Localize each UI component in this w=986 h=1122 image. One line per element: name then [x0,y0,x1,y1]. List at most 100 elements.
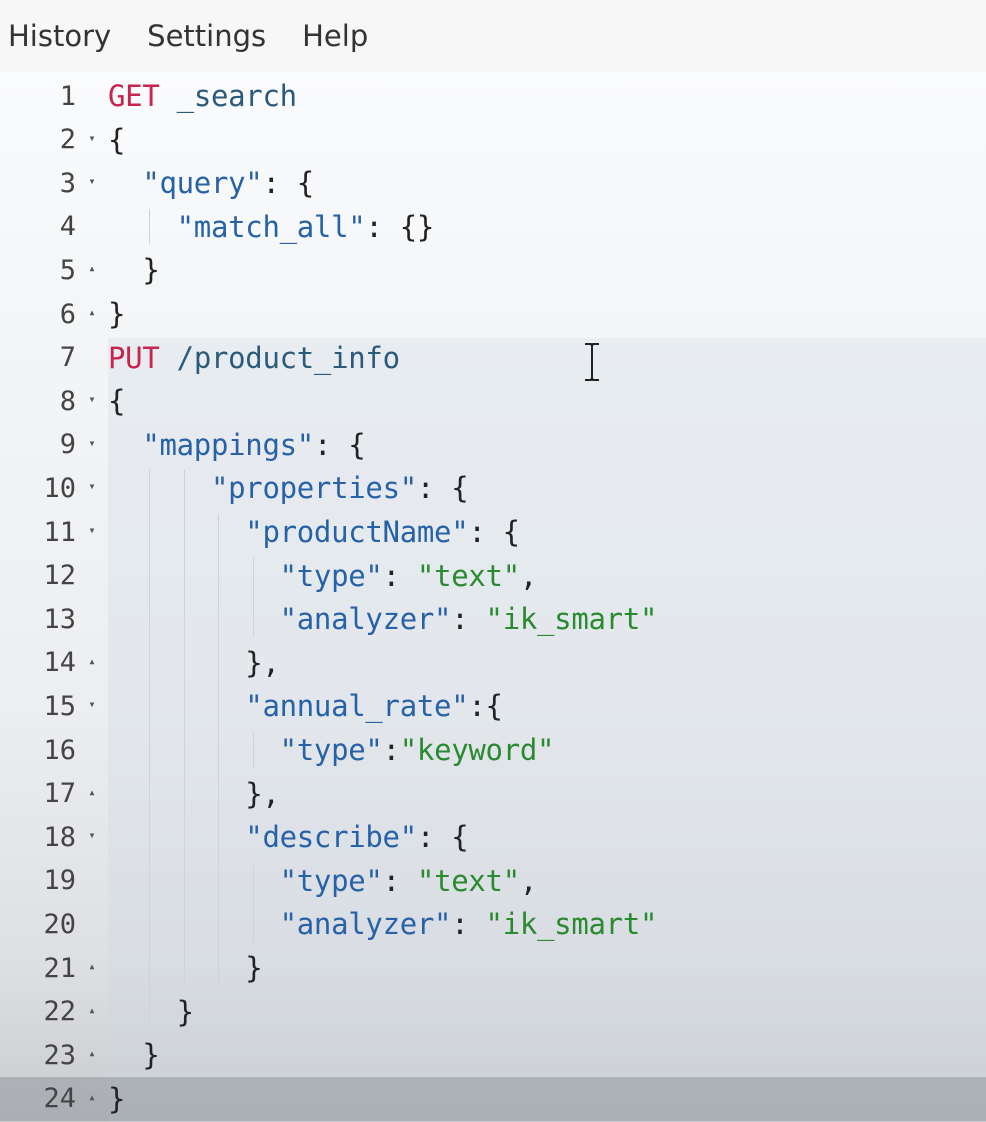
code-token: :{ [468,689,503,724]
line-number: 21 [43,952,76,984]
menu-settings[interactable]: Settings [147,19,267,53]
code-line[interactable]: 7 PUT /product_info [0,336,986,380]
line-number: 14 [43,647,76,679]
code-line[interactable]: 21 ▴ } [0,946,986,990]
line-number: 12 [43,560,76,592]
code-token [159,341,176,375]
code-token: }, [108,645,280,680]
code-token: : {} [365,209,435,244]
code-line[interactable]: 23 ▴ } [0,1033,986,1077]
code-token: "ik_smart" [485,907,658,942]
code-line[interactable]: 11▾ "productName": { [0,510,986,554]
code-line[interactable]: 22 ▴ } [0,990,986,1034]
i-beam-cursor-icon [585,343,599,381]
code-line[interactable]: 15▾ "annual_rate":{ [0,684,986,728]
line-number: 20 [43,908,76,940]
code-line[interactable]: 8▾{ [0,379,986,423]
code-line[interactable]: 2 ▾ { [0,118,986,162]
code-token: "mappings" [142,427,314,462]
code-token: "type" [279,558,383,593]
code-line[interactable]: 24▴} [0,1076,986,1121]
code-line[interactable]: 3▾ "query": { [0,161,986,205]
code-line[interactable]: 19 "type": "text", [0,859,986,903]
code-text: PUT /product_info [108,341,400,375]
fold-open-icon[interactable]: ▾ [88,435,96,450]
code-text: GET _search [108,79,297,113]
code-text: } [108,297,125,331]
indent-guide [253,557,255,637]
fold-open-icon[interactable]: ▾ [88,523,96,537]
code-token: } [108,994,194,1029]
code-line[interactable]: 13 "analyzer": "ik_smart" [0,597,986,641]
line-number: 17 [43,778,76,810]
indent-guide [148,470,150,1030]
code-text: "type": "text", [108,863,538,898]
code-token: } [108,1038,160,1073]
code-text: }, [108,777,280,811]
fold-close-icon[interactable]: ▴ [88,1046,96,1061]
code-line[interactable]: 6▴} [0,292,986,336]
menu-history[interactable]: History [8,19,112,53]
code-line[interactable]: 18▾ "describe": { [0,815,986,859]
fold-open-icon[interactable]: ▾ [88,174,96,189]
code-token: , [519,863,538,898]
code-token: } [108,297,126,331]
code-text: } [108,1082,125,1116]
code-text: "analyzer": "ik_smart" [108,602,658,636]
code-text: { [108,123,125,157]
line-number: 2 [59,124,76,156]
line-number: 7 [59,342,76,374]
code-token: : { [416,820,469,855]
line-number: 22 [43,996,76,1028]
code-token: "query" [142,166,263,201]
code-token [159,79,176,113]
code-token: "productName" [245,515,469,549]
line-number: 23 [43,1039,76,1071]
code-text: "type":"keyword" [108,733,555,767]
code-token: : { [262,166,314,201]
code-line[interactable]: 12 "type": "text", [0,554,986,598]
menu-help[interactable]: Help [302,19,369,53]
code-text: "properties": { [108,471,469,506]
code-line[interactable]: 14 ▴ }, [0,641,986,685]
code-line[interactable]: 17 ▴ }, [0,772,986,816]
code-token: "properties" [210,471,417,506]
code-token: "match_all" [176,209,366,244]
fold-open-icon[interactable]: ▾ [88,697,96,712]
code-line[interactable]: 5▴ } [0,248,986,292]
code-text: } [108,253,159,287]
code-text: "match_all": {} [108,209,435,244]
code-token [108,166,142,200]
fold-close-icon[interactable]: ▴ [88,959,96,973]
code-token: { [108,122,126,157]
code-token: "keyword" [399,733,555,767]
fold-open-icon[interactable]: ▾ [88,130,96,145]
code-token: "type" [279,863,383,898]
code-text: "mappings": { [108,428,365,462]
code-text: } [108,995,194,1029]
fold-close-icon[interactable]: ▴ [88,784,96,799]
code-text: } [108,951,262,985]
code-token: : [382,863,417,898]
fold-close-icon[interactable]: ▴ [88,305,96,319]
code-line[interactable]: 4 "match_all": {} [0,205,986,249]
indent-guide [148,208,150,245]
fold-close-icon[interactable]: ▴ [88,1002,96,1017]
code-line[interactable]: 20 "analyzer": "ik_smart" [0,902,986,946]
code-token: : { [313,427,366,462]
fold-open-icon[interactable]: ▾ [88,828,96,843]
fold-close-icon[interactable]: ▴ [88,261,96,276]
code-line[interactable]: 9▾ "mappings": { [0,423,986,467]
line-number: 15 [43,690,76,722]
code-token: } [108,253,160,288]
code-text: "productName": { [108,515,520,549]
fold-open-icon[interactable]: ▾ [88,479,96,494]
code-line[interactable]: 16 "type":"keyword" [0,728,986,772]
fold-close-icon[interactable]: ▴ [88,1089,96,1104]
code-token [108,471,211,505]
fold-open-icon[interactable]: ▾ [88,392,96,407]
code-line[interactable]: 10▾ "properties": { [0,466,986,510]
fold-close-icon[interactable]: ▴ [88,653,96,668]
